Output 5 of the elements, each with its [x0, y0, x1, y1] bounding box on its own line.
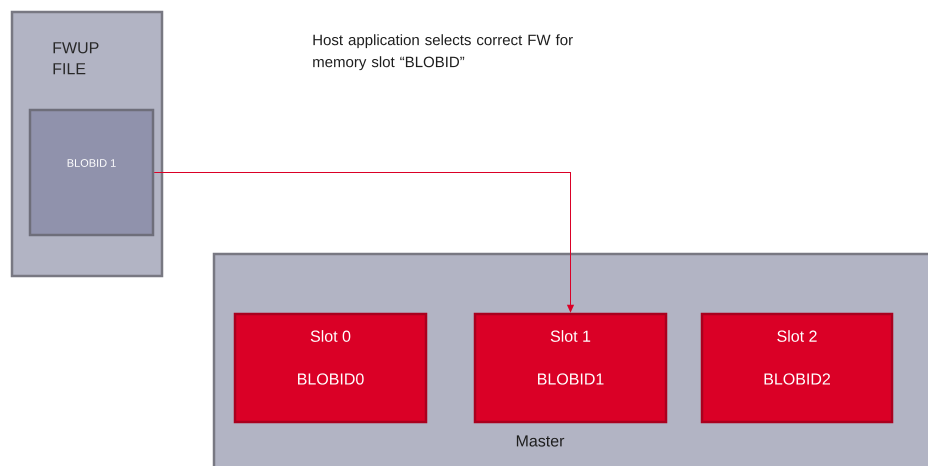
note-text: Host application selects correct FW for memory slot “BLOBID” [313, 34, 573, 70]
slot-box: Slot 0 BLOBID0 [234, 312, 428, 424]
blob-box: BLOBID 1 [28, 108, 154, 236]
slot-box: Slot 1 BLOBID1 [474, 312, 668, 424]
slot-box: Slot 2 BLOBID2 [700, 312, 894, 424]
